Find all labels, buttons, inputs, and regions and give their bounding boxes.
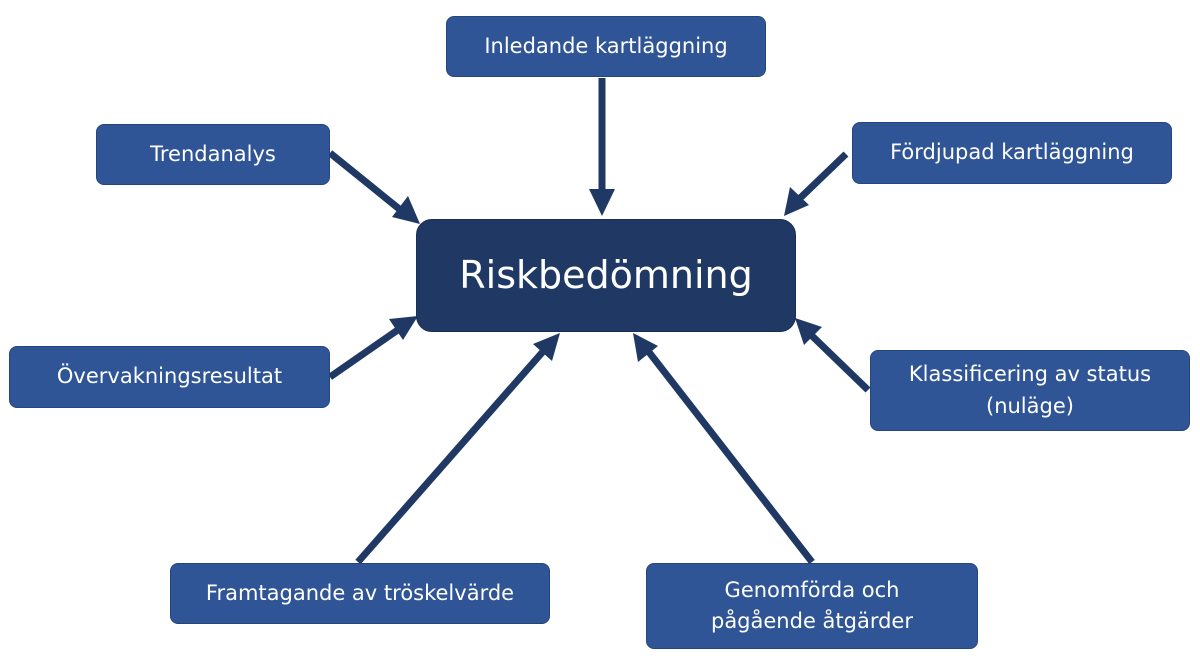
arrowhead-genomforda: [633, 333, 658, 362]
node-trendanalys: Trendanalys: [96, 124, 330, 185]
node-label: Trendanalys: [150, 141, 276, 166]
node-inledande-kartlaggning: Inledande kartläggning: [446, 16, 766, 77]
arrowhead-trendanalys: [392, 196, 420, 224]
node-framtagande-av-troskelvarde: Framtagande av tröskelvärde: [170, 563, 550, 624]
node-riskbedomning-center: Riskbedömning: [416, 219, 796, 332]
node-fordjupad-kartlaggning: Fördjupad kartläggning: [852, 122, 1172, 184]
arrow-framtagande-to-center: [355, 344, 550, 565]
arrowhead-framtagande: [533, 333, 560, 361]
arrow-trendanalys-to-center: [327, 150, 406, 215]
node-klassificering-av-status: Klassificering av status (nuläge): [870, 350, 1190, 431]
center-label: Riskbedömning: [459, 252, 753, 297]
node-label: Övervakningsresultat: [56, 364, 283, 389]
arrow-genomforda-to-center: [642, 344, 815, 565]
arrow-klassificering-to-center: [805, 329, 871, 393]
node-label: Inledande kartläggning: [484, 33, 728, 58]
arrowhead-inledande: [589, 189, 615, 216]
node-label: Genomförda och pågående åtgärder: [710, 577, 913, 634]
node-label: Fördjupad kartläggning: [890, 140, 1134, 165]
node-genomforda-och-pagaende-atgarder: Genomförda och pågående åtgärder: [646, 563, 978, 649]
arrowhead-overvakning: [389, 316, 418, 340]
arrow-fordjupad-to-center: [793, 151, 849, 205]
arrowhead-fordjupad: [784, 187, 809, 216]
node-label: Klassificering av status (nuläge): [908, 362, 1152, 418]
node-label: Framtagande av tröskelvärde: [205, 580, 515, 605]
node-overvakningsresultat: Övervakningsresultat: [9, 346, 330, 408]
arrowhead-klassificering: [795, 318, 822, 345]
arrow-overvakning-to-center: [328, 324, 404, 380]
